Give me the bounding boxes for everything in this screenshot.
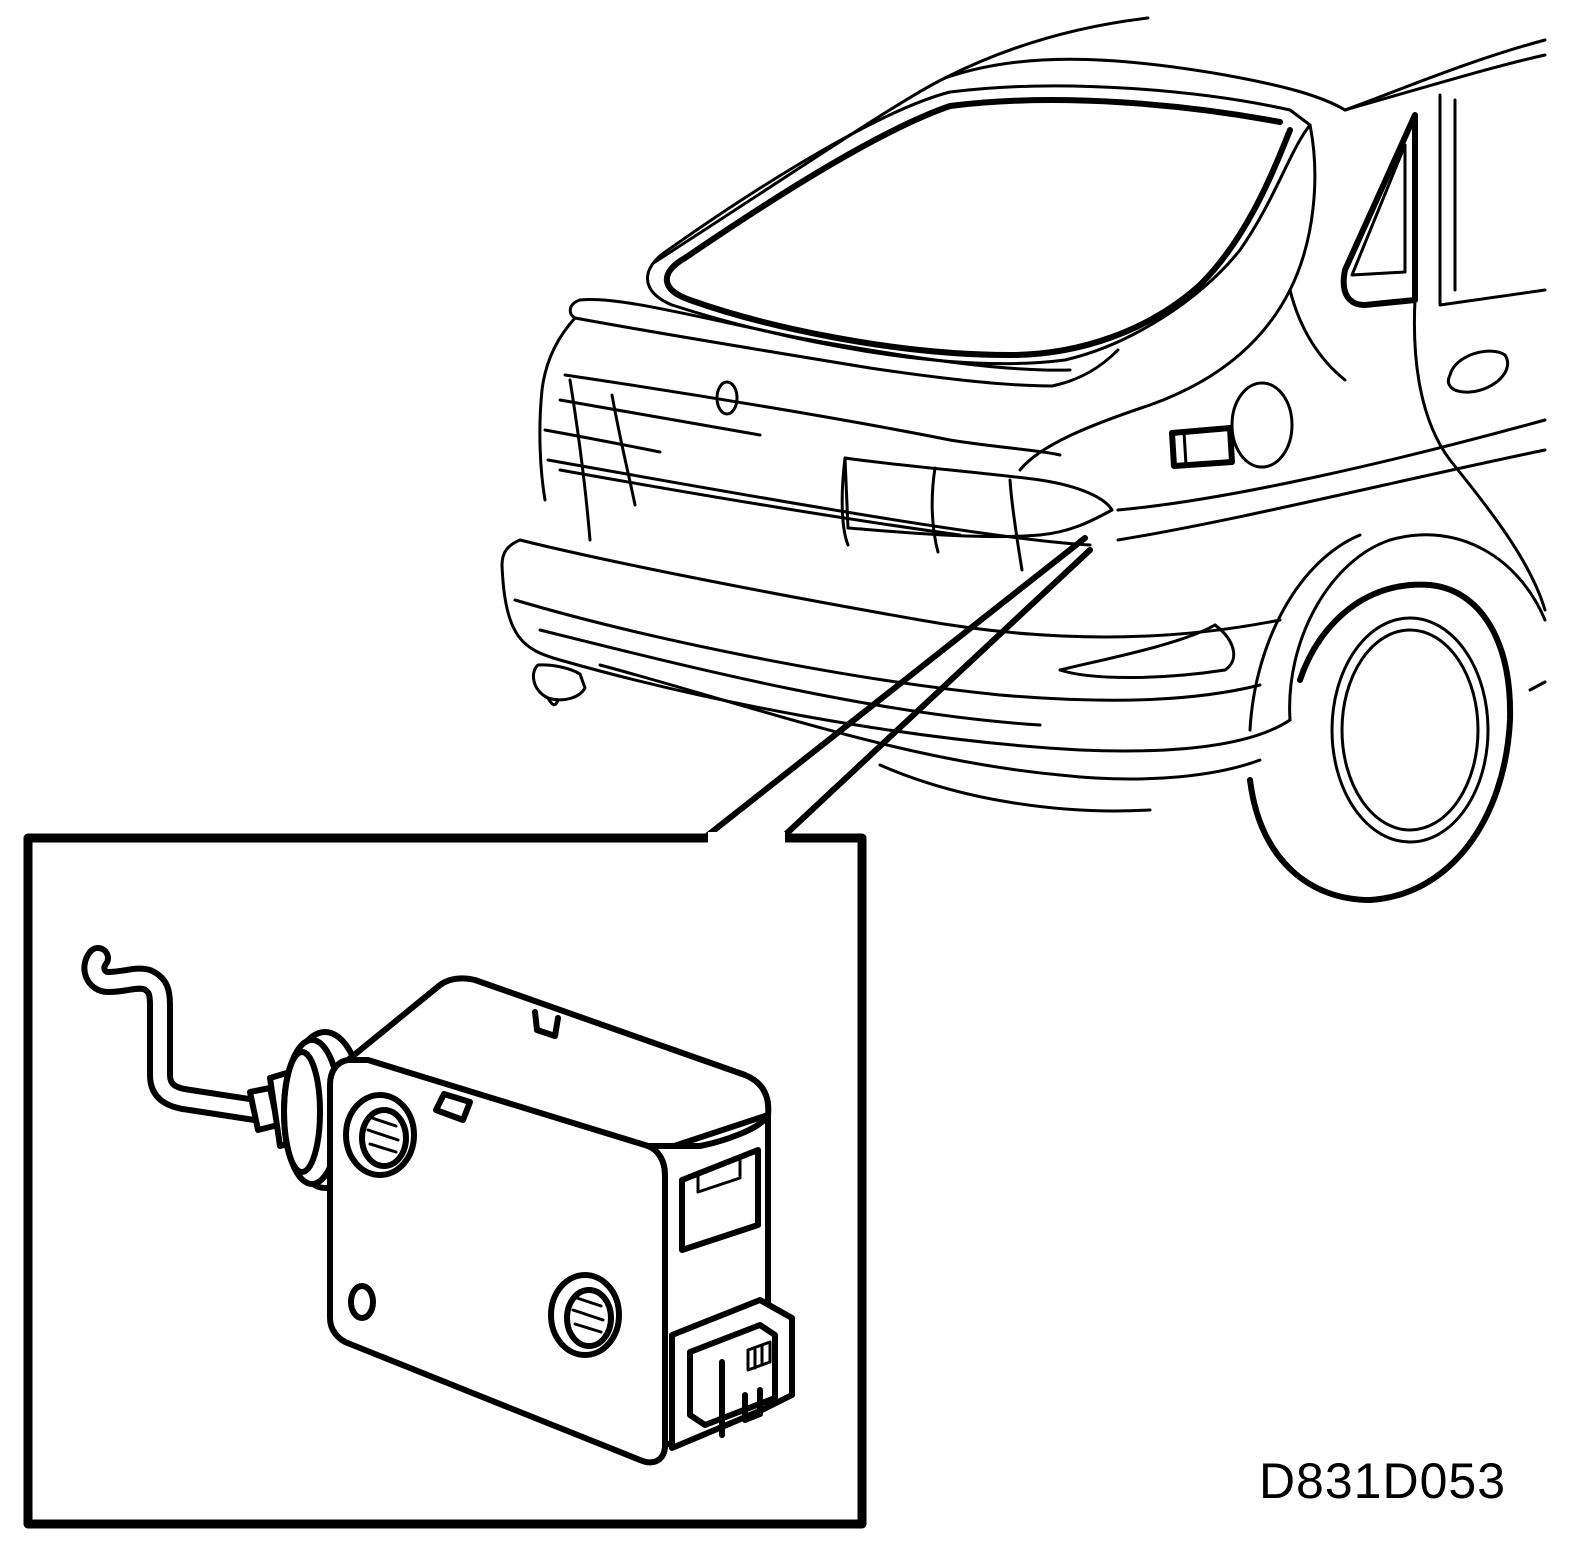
lock-actuator-icon	[81, 945, 795, 1466]
car-hatchback-icon	[500, 16, 1547, 903]
figure-code-label: D831D053	[1258, 1453, 1506, 1509]
detail-inset	[23, 832, 867, 1529]
